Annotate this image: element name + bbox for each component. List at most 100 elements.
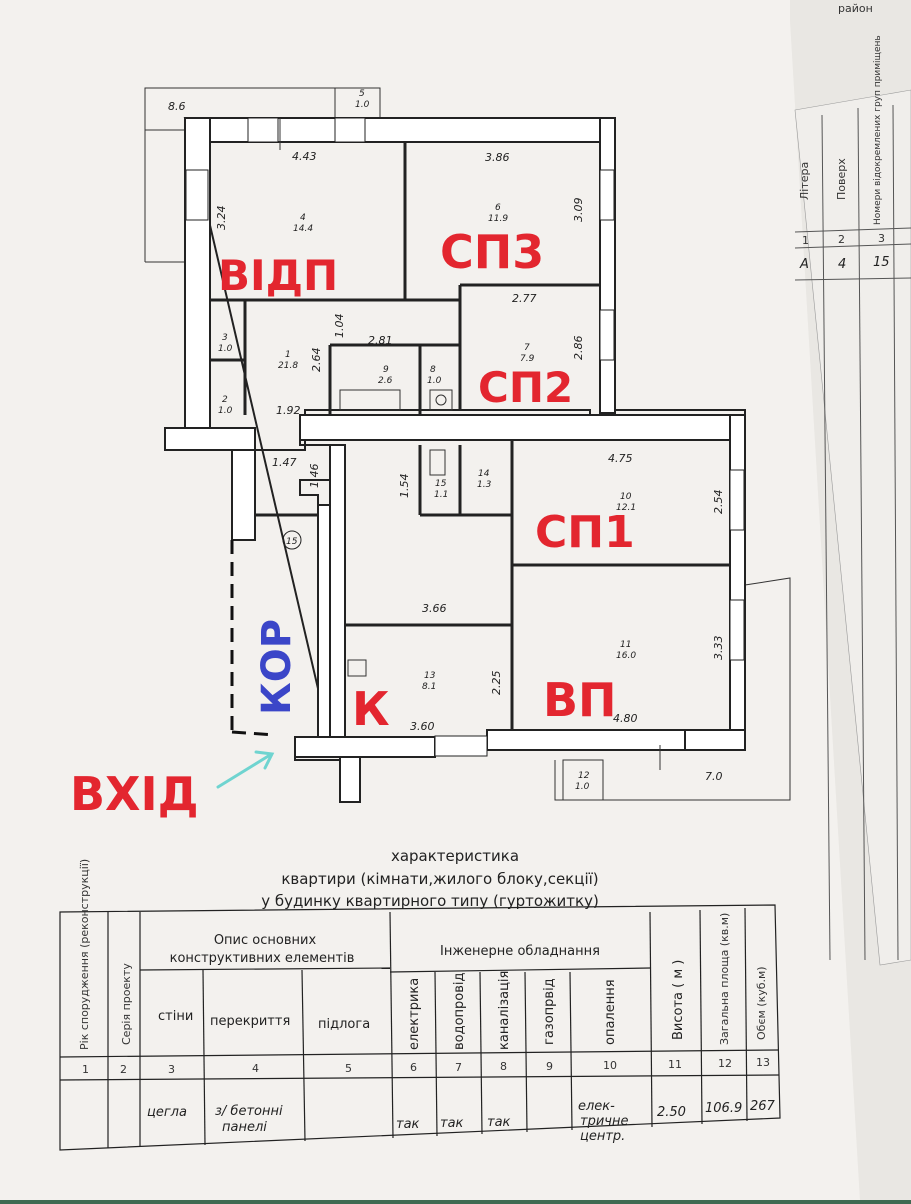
label-sp2: СП2 — [478, 363, 573, 412]
dim-8: 2.81 — [368, 334, 393, 347]
room-7-num: 7 — [524, 343, 530, 353]
background-table — [794, 104, 911, 961]
room-1-num: 1 — [285, 350, 291, 360]
val-heat-1: елек- — [578, 1099, 615, 1114]
entry-arrow-icon — [216, 750, 275, 789]
dim-7: 2.77 — [512, 292, 537, 305]
room-8-area: 1.0 — [427, 376, 442, 386]
room-14-area: 1.3 — [477, 480, 492, 490]
col-volume: Обєм (куб.м) — [755, 966, 768, 1040]
title-line-3: у будинку квартирного типу (гуртожитку) — [261, 892, 599, 910]
room-2-num: 2 — [222, 395, 228, 405]
dim-14: 1.54 — [398, 474, 411, 499]
col-heat: опалення — [603, 979, 618, 1045]
bg-val-2: 4 — [838, 257, 846, 272]
dim-18: 3.33 — [712, 636, 725, 661]
room-3-area: 1.0 — [218, 344, 233, 354]
corner-label: район — [838, 2, 873, 15]
title-line-2: квартири (кімнати,жилого блоку,секції) — [281, 870, 598, 888]
num-10: 10 — [603, 1059, 617, 1072]
room-5-area: 1.0 — [355, 100, 370, 110]
room-13-num: 13 — [424, 671, 436, 681]
room-11-num: 11 — [620, 640, 631, 650]
dim-19: 2.25 — [490, 671, 503, 696]
room-12-area: 1.0 — [575, 782, 590, 792]
dim-4: 3.24 — [215, 206, 228, 231]
dim-16: 2.54 — [712, 490, 725, 515]
num-12: 12 — [718, 1057, 732, 1070]
bg-val-1: А — [799, 257, 809, 272]
col-area: Загальна площа (кв.м) — [718, 913, 731, 1045]
num-13: 13 — [756, 1056, 770, 1069]
room-10-num: 10 — [620, 492, 632, 502]
num-11: 11 — [668, 1058, 682, 1071]
room-10-area: 12.1 — [616, 503, 636, 513]
bg-header-2: Поверх — [835, 158, 848, 200]
room-6-area: 11.9 — [488, 214, 508, 224]
room-14-num: 14 — [478, 469, 490, 479]
col-desc-line-2: конструктивних елементів — [170, 951, 355, 966]
val-elec: так — [396, 1117, 420, 1132]
room-4-area: 14.4 — [293, 224, 313, 234]
room-3-num: 3 — [222, 333, 228, 343]
val-floors-1: з/ бетонні — [215, 1104, 283, 1119]
windows — [185, 117, 745, 757]
bg-num-2: 2 — [838, 233, 845, 246]
dim-13: 1.46 — [308, 464, 321, 489]
num-3: 3 — [168, 1063, 175, 1076]
col-year: Рік спорудження (реконструкції) — [78, 859, 91, 1050]
num-9: 9 — [546, 1060, 553, 1073]
dim-15: 4.75 — [608, 452, 633, 465]
room-1-area: 21.8 — [278, 361, 298, 371]
room-8-num: 8 — [430, 365, 436, 375]
room-4-num: 4 — [300, 213, 306, 223]
val-water: так — [440, 1116, 464, 1131]
bg-num-1: 1 — [802, 234, 809, 247]
dim-9: 2.64 — [310, 348, 323, 373]
label-vp: ВП — [543, 673, 617, 727]
corridor — [230, 540, 276, 737]
apartment-number-circle — [282, 530, 302, 550]
col-gas: газопрвід — [542, 978, 557, 1045]
room-11-area: 16.0 — [616, 651, 636, 661]
room-7-area: 7.9 — [520, 354, 535, 364]
label-sp1: СП1 — [535, 507, 635, 558]
dim-6: 1.04 — [333, 314, 346, 339]
col-floors-slab: перекриття — [210, 1014, 290, 1029]
col-water: водопровід — [452, 972, 467, 1050]
bg-header-3: Номери відокремлених груп приміщень — [873, 35, 883, 225]
title-line-1: характеристика — [391, 847, 519, 865]
val-sewer: так — [487, 1115, 511, 1130]
num-4: 4 — [252, 1062, 259, 1075]
val-volume: 267 — [750, 1099, 776, 1114]
num-5: 5 — [345, 1062, 352, 1075]
apartment-number: 15 — [286, 537, 298, 547]
val-height: 2.50 — [657, 1105, 686, 1120]
dim-11: 1.92 — [276, 404, 301, 417]
label-entry: ВХІД — [70, 767, 199, 821]
bg-num-3: 3 — [878, 232, 885, 245]
room-15-num: 15 — [435, 479, 447, 489]
label-kor: КОР — [254, 619, 300, 715]
val-floors-2: панелі — [222, 1120, 267, 1135]
dim-1: 8.6 — [168, 100, 186, 113]
room-9-area: 2.6 — [378, 376, 393, 386]
label-sp3: СП3 — [440, 225, 544, 279]
bg-header-1: Літера — [798, 162, 811, 200]
col-elec: електрика — [407, 978, 422, 1050]
dim-10: 2.86 — [572, 336, 585, 361]
bg-val-3: 15 — [873, 255, 890, 270]
val-walls: цегла — [147, 1105, 187, 1120]
room-15-area: 1.1 — [434, 490, 448, 500]
room-9-num: 9 — [383, 365, 389, 375]
col-height: Висота ( м ) — [671, 960, 686, 1040]
num-6: 6 — [410, 1061, 417, 1074]
dim-2: 4.43 — [292, 150, 317, 163]
room-13-area: 8.1 — [422, 682, 436, 692]
num-1: 1 — [82, 1063, 89, 1076]
dim-12: 1.47 — [272, 456, 297, 469]
label-vidp: ВІДП — [218, 251, 338, 300]
dim-3: 3.86 — [485, 151, 510, 164]
val-area: 106.9 — [705, 1101, 742, 1116]
